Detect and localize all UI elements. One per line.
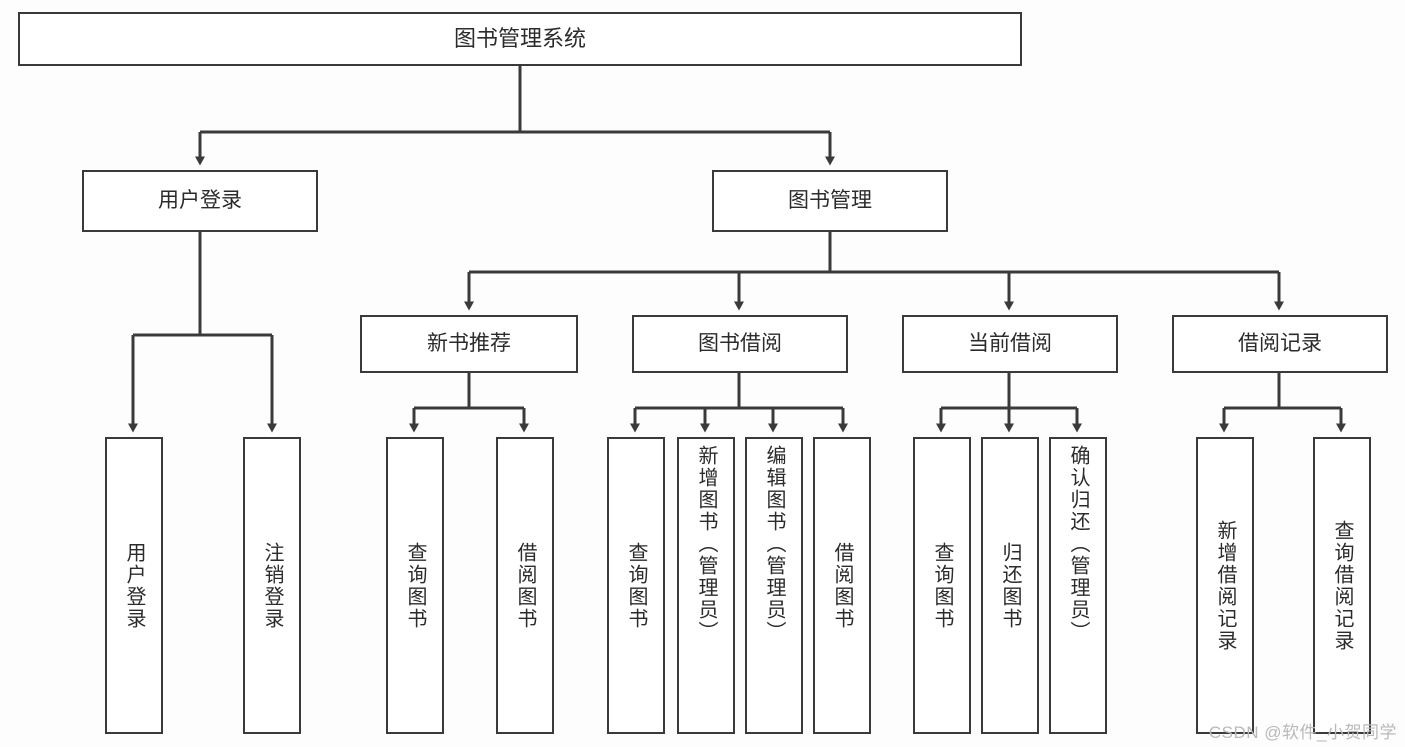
leaf-borrow-add-book-admin[interactable]: 新增图书（管理员） (677, 437, 735, 734)
node-label: 图书管理系统 (453, 26, 586, 52)
node-label: 借阅图书 (514, 541, 536, 630)
node-borrow-record[interactable]: 借阅记录 (1172, 315, 1388, 373)
node-label: 编辑图书（管理员） (763, 445, 785, 643)
leaf-current-query-book[interactable]: 查询图书 (913, 437, 971, 734)
watermark: CSDN @软件_小贺同学 (1208, 723, 1397, 742)
node-current-borrow[interactable]: 当前借阅 (902, 315, 1118, 373)
node-label: 查询图书 (931, 541, 953, 630)
node-label: 用户登录 (123, 541, 145, 630)
node-user-login[interactable]: 用户登录 (82, 170, 318, 232)
node-label: 新增图书（管理员） (695, 445, 717, 643)
node-label: 查询图书 (625, 541, 647, 630)
leaf-borrow-edit-book-admin[interactable]: 编辑图书（管理员） (745, 437, 803, 734)
node-label: 新增借阅记录 (1214, 519, 1236, 652)
node-label: 图书借阅 (698, 331, 782, 355)
node-label: 新书推荐 (427, 331, 511, 355)
leaf-borrow-borrow-book[interactable]: 借阅图书 (813, 437, 871, 734)
node-label: 借阅图书 (831, 541, 853, 630)
node-book-management[interactable]: 图书管理 (712, 170, 948, 232)
leaf-recommend-borrow-book[interactable]: 借阅图书 (496, 437, 554, 734)
leaf-borrow-query-book[interactable]: 查询图书 (607, 437, 665, 734)
node-root-system[interactable]: 图书管理系统 (18, 12, 1022, 66)
node-label: 用户登录 (158, 188, 242, 212)
node-label: 查询图书 (404, 541, 426, 630)
node-label: 图书管理 (788, 188, 872, 212)
node-label: 注销登录 (261, 541, 283, 630)
leaf-current-confirm-return-admin[interactable]: 确认归还（管理员） (1049, 437, 1107, 734)
node-new-book-recommend[interactable]: 新书推荐 (360, 315, 578, 373)
node-book-borrow[interactable]: 图书借阅 (632, 315, 848, 373)
node-label: 归还图书 (999, 541, 1021, 630)
node-label: 当前借阅 (968, 331, 1052, 355)
leaf-user-login-login[interactable]: 用户登录 (105, 437, 163, 734)
leaf-record-add-record[interactable]: 新增借阅记录 (1196, 437, 1254, 734)
node-label: 确认归还（管理员） (1067, 445, 1089, 643)
leaf-current-return-book[interactable]: 归还图书 (981, 437, 1039, 734)
leaf-recommend-query-book[interactable]: 查询图书 (386, 437, 444, 734)
node-label: 查询借阅记录 (1331, 519, 1353, 652)
leaf-record-query-record[interactable]: 查询借阅记录 (1313, 437, 1371, 734)
leaf-user-login-logout[interactable]: 注销登录 (243, 437, 301, 734)
node-label: 借阅记录 (1238, 331, 1322, 355)
